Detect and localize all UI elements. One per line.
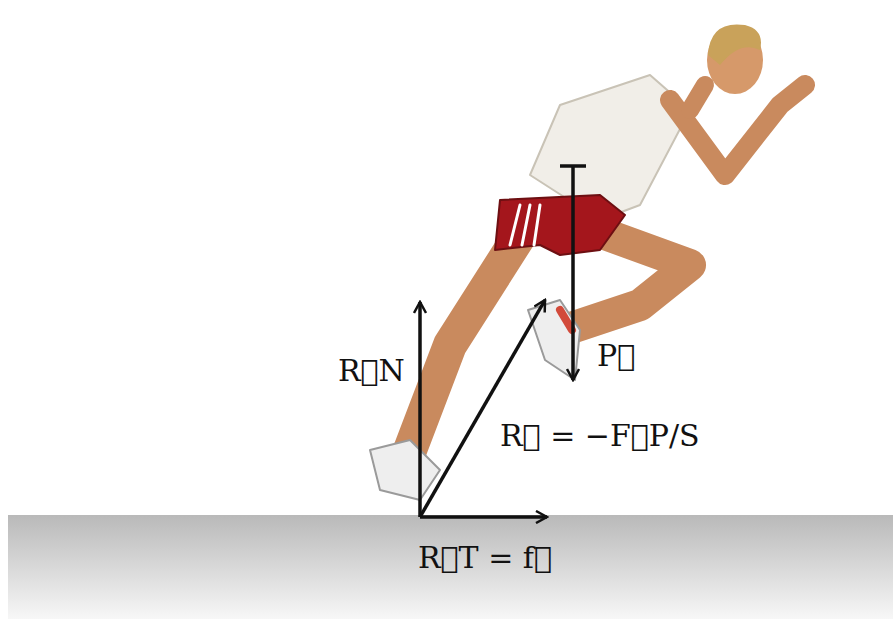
weight-origin-bar <box>560 164 586 168</box>
vector-label: P⃗ <box>597 338 635 374</box>
runner <box>370 24 805 500</box>
weight-arrow <box>571 166 575 380</box>
friction-arrow <box>420 515 547 519</box>
normal-force-arrow <box>418 302 422 517</box>
reaction-force-arrow <box>420 300 545 517</box>
vector-label: R⃗T = f⃗ <box>418 540 552 576</box>
vector-label: R⃗N <box>338 353 405 389</box>
ground <box>8 515 893 619</box>
vector-label: R⃗ = −F⃗P/S <box>500 418 700 454</box>
force-vectors <box>420 166 586 517</box>
